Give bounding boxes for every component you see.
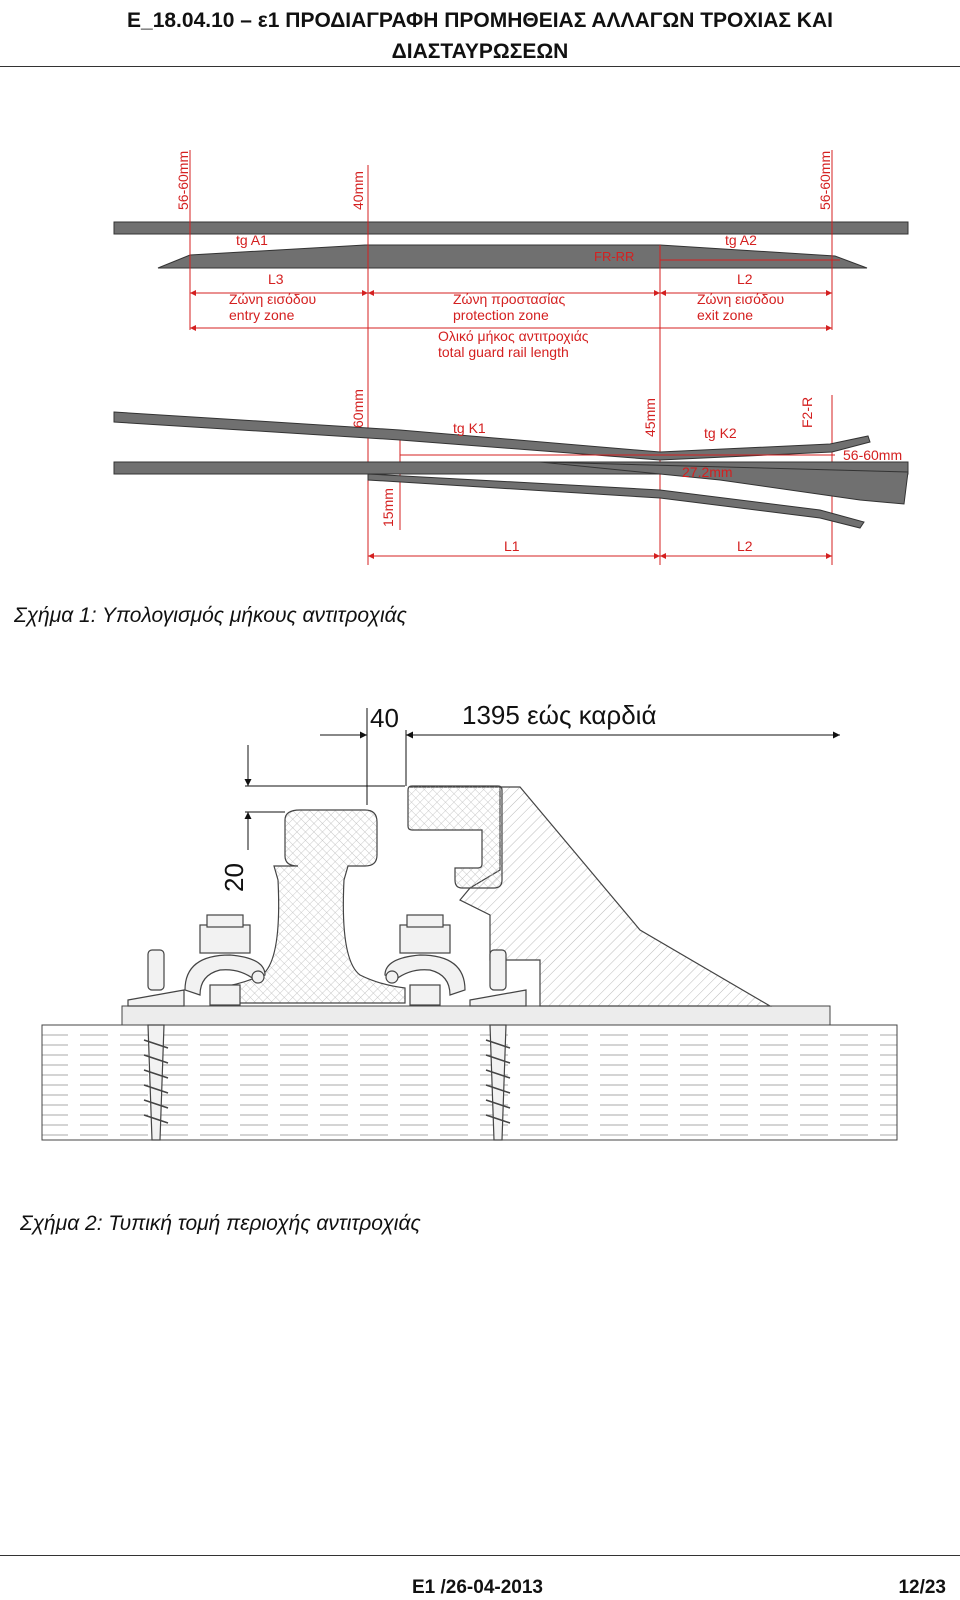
figure2-guard-rail-section-drawing: 40 1395 εώς καρδιά 20 bbox=[41, 700, 898, 1141]
clip-right bbox=[384, 914, 466, 1006]
dim-45mm: 45mm bbox=[642, 398, 658, 437]
figure1-caption: Σχήμα 1: Υπολογισμός μήκους αντιτροχιάς bbox=[14, 604, 407, 627]
screw-left bbox=[127, 949, 185, 1141]
dim-15mm: 15mm bbox=[380, 488, 396, 527]
dim-40mm: 40mm bbox=[350, 171, 366, 210]
footer-revision: E1 /26-04-2013 bbox=[412, 1577, 543, 1598]
dim-56-60-right: 56-60mm bbox=[817, 151, 833, 210]
header-title-line2: ΔΙΑΣΤΑΥΡΩΣΕΩΝ bbox=[391, 40, 569, 63]
label-l1: L1 bbox=[504, 538, 520, 554]
label-prot-gr: Ζώνη προστασίας bbox=[453, 291, 565, 307]
page-header: E_18.04.10 – ε1 ΠΡΟΔΙΑΓΡΑΦΗ ΠΡΟΜΗΘΕΙΑΣ Α… bbox=[0, 0, 960, 67]
label-tg-k1: tg K1 bbox=[453, 420, 486, 436]
wing-rail-upper bbox=[113, 411, 871, 461]
label-exit-gr: Ζώνη εισόδου bbox=[697, 291, 784, 307]
sleeper bbox=[41, 1024, 898, 1141]
label-l2-bottom: L2 bbox=[737, 538, 753, 554]
label-entry-en: entry zone bbox=[229, 307, 295, 323]
label-prot-en: protection zone bbox=[453, 307, 549, 323]
figure1-guard-rail-plan-diagram: 56-60mm 40mm 56-60mm 60mm 45mm F2-R 15mm… bbox=[113, 150, 909, 565]
guard-rail-top bbox=[157, 244, 868, 269]
label-fr-rr: FR-RR bbox=[594, 249, 634, 264]
dim-56-60-left: 56-60mm bbox=[175, 151, 191, 210]
clip-left bbox=[184, 914, 266, 1006]
label-total-en: total guard rail length bbox=[438, 344, 569, 360]
label-tg-a2: tg A2 bbox=[725, 232, 757, 248]
label-tg-k2: tg K2 bbox=[704, 425, 737, 441]
dim-40: 40 bbox=[370, 703, 399, 733]
label-l3: L3 bbox=[268, 271, 284, 287]
label-entry-gr: Ζώνη εισόδου bbox=[229, 291, 316, 307]
base-plate bbox=[121, 1005, 831, 1026]
dim-f2r: F2-R bbox=[799, 397, 815, 428]
header-title-line1: E_18.04.10 – ε1 ΠΡΟΔΙΑΓΡΑΦΗ ΠΡΟΜΗΘΕΙΑΣ Α… bbox=[127, 9, 833, 32]
stock-rail-top bbox=[113, 221, 909, 235]
crossing-nose bbox=[539, 461, 909, 505]
dim-60mm: 60mm bbox=[350, 389, 366, 428]
dim-1395: 1395 εώς καρδιά bbox=[462, 700, 657, 730]
label-l2-top: L2 bbox=[737, 271, 753, 287]
figure2-caption: Σχήμα 2: Τυπική τομή περιοχής αντιτροχιά… bbox=[20, 1212, 421, 1235]
guard-rail-head bbox=[407, 785, 503, 889]
label-total-gr: Ολικό μήκος αντιτροχιάς bbox=[438, 328, 589, 344]
dim-20: 20 bbox=[219, 863, 249, 892]
screw-right bbox=[469, 949, 527, 1141]
label-tg-a1: tg A1 bbox=[236, 232, 268, 248]
wing-rail-lower bbox=[367, 473, 865, 529]
running-rail bbox=[214, 809, 406, 1004]
label-27-2mm: 27.2mm bbox=[682, 464, 733, 480]
footer-divider bbox=[0, 1555, 960, 1556]
footer-page-number: 12/23 bbox=[898, 1577, 946, 1598]
label-exit-en: exit zone bbox=[697, 307, 753, 323]
label-56-60-lower: 56-60mm bbox=[843, 447, 902, 463]
